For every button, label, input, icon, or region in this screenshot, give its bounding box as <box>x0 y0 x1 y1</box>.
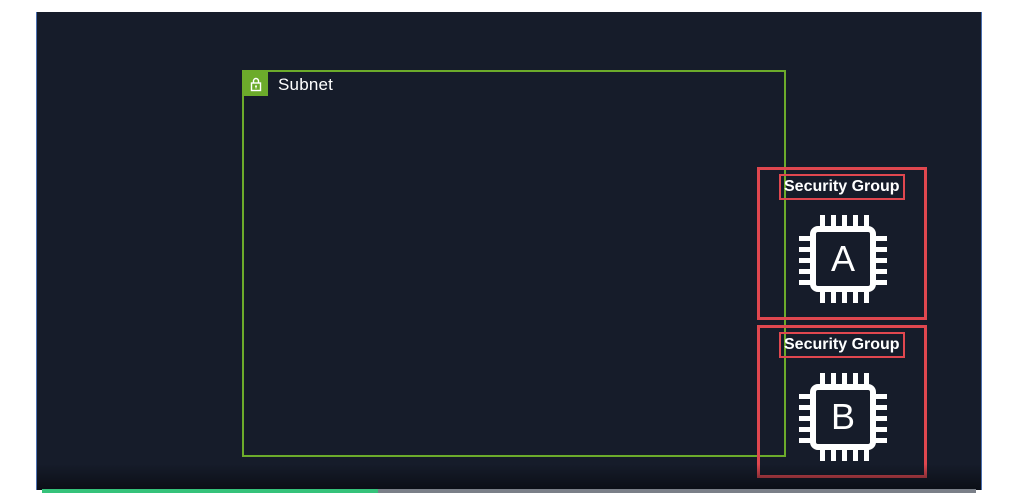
subnet-container: Subnet Security Group A <box>242 70 927 478</box>
video-progress-bar[interactable] <box>42 489 976 493</box>
subnet-label: Subnet <box>278 75 334 94</box>
security-group-b: Security Group B <box>757 325 927 478</box>
player-shadow <box>37 464 981 490</box>
lock-icon <box>244 72 268 96</box>
instance-label: A <box>830 238 855 279</box>
security-group-a: Security Group A <box>757 167 927 320</box>
video-frame[interactable]: Subnet Security Group A <box>36 12 982 490</box>
instance-label: B <box>830 396 855 437</box>
video-progress-fill <box>42 489 379 493</box>
security-group-title: Security Group <box>779 174 905 200</box>
ec2-chip-icon: A <box>793 209 893 309</box>
security-group-title: Security Group <box>779 332 905 358</box>
ec2-chip-icon: B <box>793 367 893 467</box>
